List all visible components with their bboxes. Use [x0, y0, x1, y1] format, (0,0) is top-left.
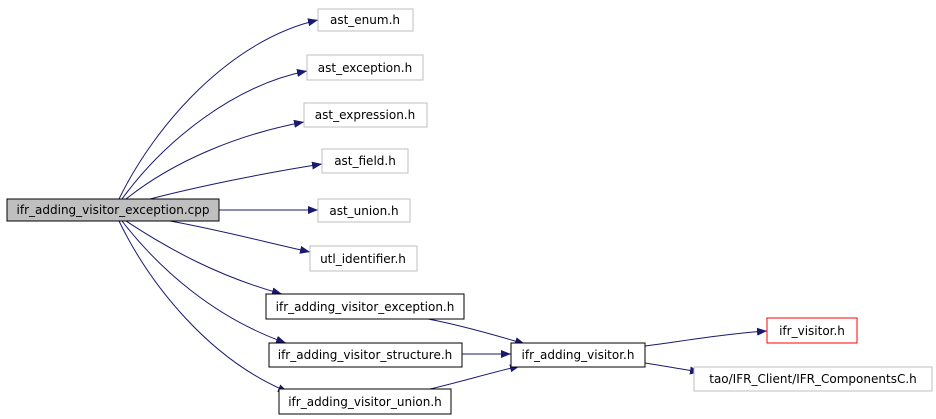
node-ast-exception-h[interactable]: ast_exception.h — [306, 54, 424, 81]
edge-root-to-ast-exception — [121, 68, 308, 200]
node-box — [766, 317, 858, 344]
edge-root-to-ast-enum — [118, 18, 319, 200]
node-ast-enum-h[interactable]: ast_enum.h — [317, 8, 414, 32]
node-ast-expression-h[interactable]: ast_expression.h — [303, 102, 428, 128]
node-label: ast_expression.h — [315, 108, 415, 122]
node-utl-identifier-h[interactable]: utl_identifier.h — [309, 245, 418, 272]
edge-iav-union-h-to-iav-h — [429, 364, 521, 390]
edge-root-to-iav-structure-h — [121, 220, 287, 344]
edge-root-to-iav-union-h — [118, 220, 289, 393]
node-label: ast_exception.h — [318, 61, 412, 75]
node-ifr-visitor-h[interactable]: ifr_visitor.h — [766, 317, 858, 344]
node-label: tao/IFR_Client/IFR_ComponentsC.h — [709, 372, 917, 386]
node-label: utl_identifier.h — [320, 252, 406, 266]
node-box — [268, 342, 463, 368]
edge-root-to-utl-identifier — [169, 220, 311, 254]
node-box — [278, 388, 452, 415]
node-label: ifr_adding_visitor.h — [522, 348, 635, 362]
node-box — [306, 54, 424, 81]
node-label: ast_union.h — [329, 204, 398, 218]
node-ifr-adding-visitor-structure-h[interactable]: ifr_adding_visitor_structure.h — [268, 342, 463, 368]
node-box — [309, 245, 418, 272]
node-ifr-adding-visitor-exception-h[interactable]: ifr_adding_visitor_exception.h — [265, 293, 465, 320]
node-label: ifr_adding_visitor_exception.h — [276, 300, 455, 314]
edge-iav-h-to-ifr-components — [644, 362, 701, 375]
nodes: ifr_adding_visitor_exception.cpp ast_enu… — [6, 8, 933, 415]
node-box — [265, 293, 465, 320]
node-root-file[interactable]: ifr_adding_visitor_exception.cpp — [6, 198, 220, 222]
node-ast-union-h[interactable]: ast_union.h — [317, 198, 411, 223]
edge-iav-exception-h-to-iav-h — [427, 318, 526, 345]
node-box — [510, 342, 646, 368]
node-box — [317, 198, 411, 223]
node-box — [321, 148, 409, 174]
node-label: ast_field.h — [334, 154, 396, 168]
edge-root-to-iav-exception-h — [125, 220, 283, 296]
edge-root-to-ast-field — [149, 161, 323, 200]
edge-root-to-ast-expression — [125, 119, 305, 200]
node-box — [6, 198, 220, 222]
node-label: ast_enum.h — [330, 13, 400, 27]
node-label: ifr_adding_visitor_exception.cpp — [17, 203, 210, 217]
node-ifr-adding-visitor-h[interactable]: ifr_adding_visitor.h — [510, 342, 646, 368]
node-ifr-components-c-h[interactable]: tao/IFR_Client/IFR_ComponentsC.h — [693, 366, 933, 392]
node-box — [693, 366, 933, 392]
edge-iav-h-to-ifr-visitor — [644, 327, 768, 347]
node-ast-field-h[interactable]: ast_field.h — [321, 148, 409, 174]
node-label: ifr_adding_visitor_union.h — [288, 395, 442, 409]
node-box — [303, 102, 428, 128]
node-label: ifr_adding_visitor_structure.h — [278, 348, 453, 362]
node-ifr-adding-visitor-union-h[interactable]: ifr_adding_visitor_union.h — [278, 388, 452, 415]
node-box — [317, 8, 414, 32]
node-label: ifr_visitor.h — [779, 324, 845, 338]
